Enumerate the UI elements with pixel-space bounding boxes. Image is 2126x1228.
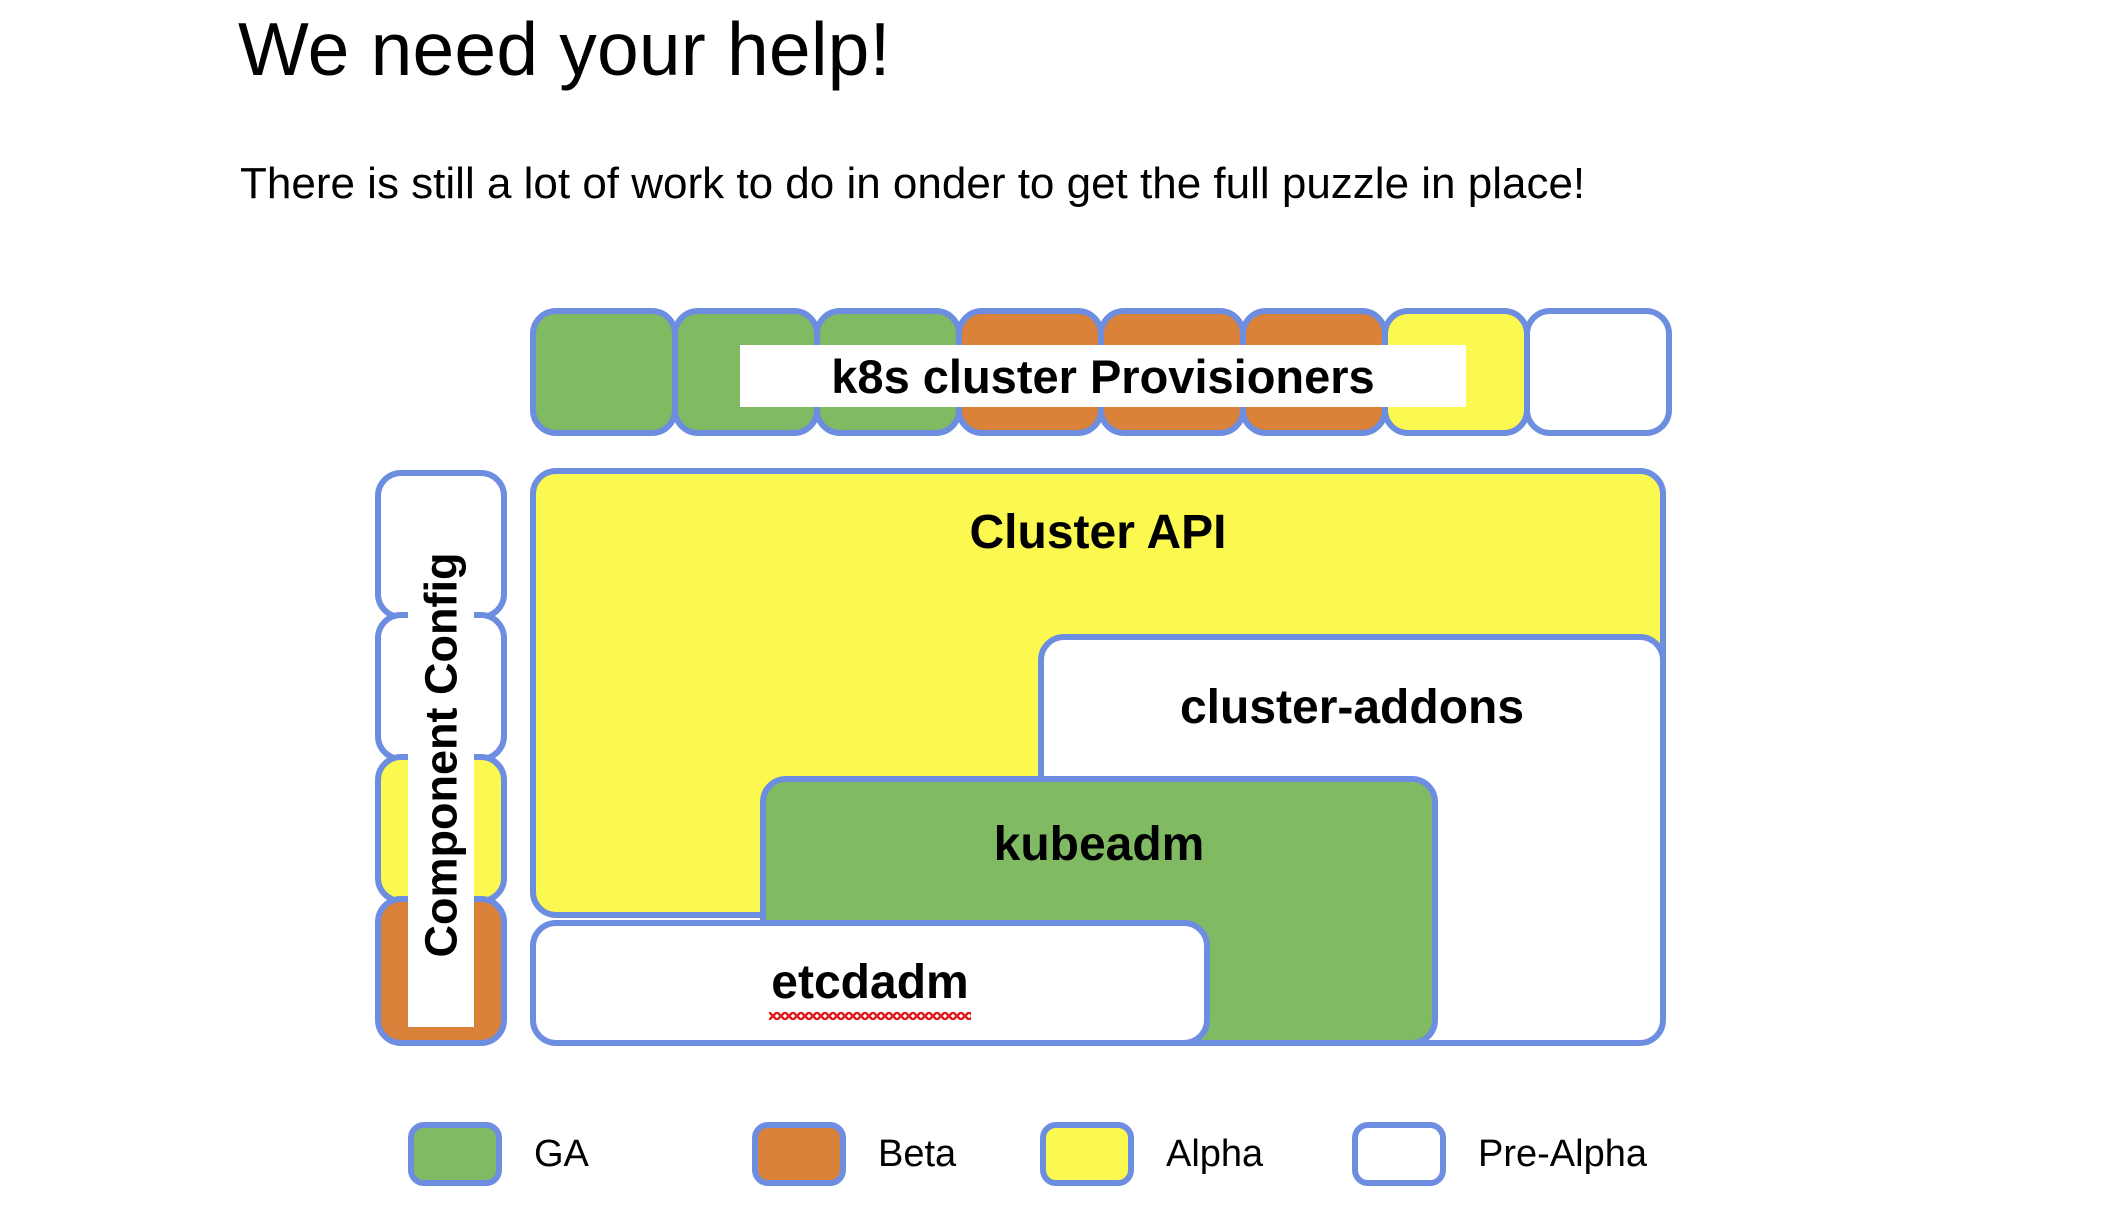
legend-item-pre-alpha-swatch: [1352, 1122, 1446, 1186]
legend-item-beta-swatch: [752, 1122, 846, 1186]
legend-item-alpha: Alpha: [1040, 1122, 1263, 1186]
cluster-api-label: Cluster API: [969, 506, 1227, 559]
cluster-addons-label: cluster-addons: [1179, 681, 1525, 734]
kubeadm-label: kubeadm: [993, 818, 1205, 871]
component-config-label-text: Component Config: [415, 552, 467, 957]
legend-item-beta-label: Beta: [878, 1132, 957, 1175]
etcdadm-label-text: etcdadm: [769, 956, 972, 1020]
etcdadm-box[interactable]: [530, 920, 1210, 1046]
page-title: We need your help!: [238, 7, 891, 91]
legend-item-pre-alpha-label: Pre-Alpha: [1478, 1132, 1647, 1175]
legend-item-ga: GA: [408, 1122, 589, 1186]
legend-item-alpha-swatch: [1040, 1122, 1134, 1186]
provisioner-cell-1[interactable]: [530, 308, 678, 436]
component-config-label: Component Config: [408, 482, 474, 1027]
provisioner-cell-8[interactable]: [1524, 308, 1672, 436]
legend-item-pre-alpha: Pre-Alpha: [1352, 1122, 1647, 1186]
legend-item-ga-label: GA: [534, 1132, 589, 1175]
provisioners-label: k8s cluster Provisioners: [740, 345, 1466, 407]
page-subtitle: There is still a lot of work to do in on…: [240, 159, 1586, 208]
legend-item-beta: Beta: [752, 1122, 956, 1186]
etcdadm-label: etcdadm: [530, 955, 1210, 1020]
legend-item-alpha-label: Alpha: [1166, 1132, 1264, 1175]
legend-item-ga-swatch: [408, 1122, 502, 1186]
